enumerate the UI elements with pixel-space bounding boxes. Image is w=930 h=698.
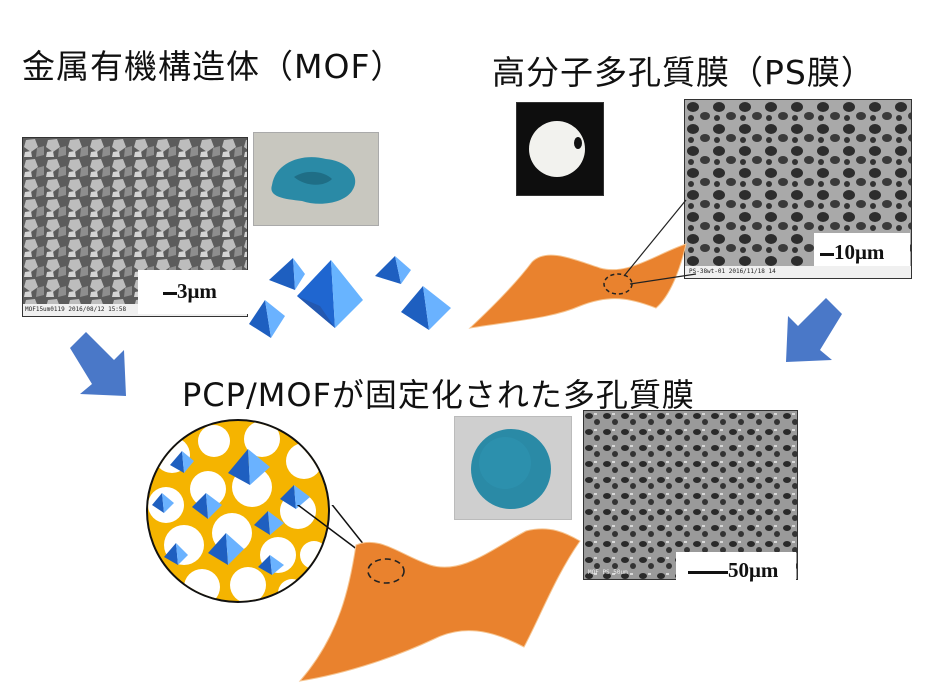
composite-scale-bar: 50μm xyxy=(688,558,778,583)
composite-zoom-circle xyxy=(146,419,330,603)
mof-crystal-icon xyxy=(258,555,284,575)
ps-scale-panel xyxy=(814,233,910,266)
composite-membrane-sheet xyxy=(296,505,581,682)
mof-scale-panel xyxy=(138,270,250,314)
mof-crystal-icon xyxy=(152,493,174,513)
mof-crystal-icon xyxy=(297,260,363,328)
mof-crystal-icon xyxy=(254,511,284,535)
mof-crystal-icon xyxy=(401,286,451,330)
ps-membrane-sheet xyxy=(468,199,697,329)
mof-powder-photo xyxy=(253,132,379,226)
composite-sem-image: MOF PS 50um xyxy=(583,410,798,580)
ps-sem-caption: PS-38wt-01 2016/11/18 14 xyxy=(689,268,776,275)
mof-scale-bar: 3μm xyxy=(163,279,217,304)
mof-crystal-icon xyxy=(170,451,194,473)
composite-membrane-title: PCP/MOFが固定化された多孔質膜 xyxy=(182,376,695,414)
right-down-arrow-icon xyxy=(786,298,842,362)
composite-sem-caption: MOF PS 50um xyxy=(588,569,628,576)
composite-disc-photo xyxy=(454,416,572,520)
ps-scale-bar: 10μm xyxy=(820,240,884,265)
ps-membrane-photo xyxy=(516,102,604,196)
mof-sem-caption: MOF15um0119 2016/08/12 15:58 xyxy=(25,306,127,313)
mof-crystal-icon xyxy=(164,543,188,565)
mof-title: 金属有機構造体（MOF） xyxy=(22,47,405,86)
mof-crystal-icon xyxy=(208,533,244,565)
mof-crystal-icon xyxy=(249,300,285,338)
composite-scale-panel xyxy=(676,552,796,588)
left-down-arrow-icon xyxy=(70,332,126,396)
mof-crystals-group xyxy=(249,256,451,338)
composite-detail-circle xyxy=(367,558,405,584)
mof-crystal-icon xyxy=(375,256,411,284)
mof-crystal-icon xyxy=(280,485,310,509)
ps-membrane-title: 高分子多孔質膜（PS膜） xyxy=(492,53,875,92)
mof-crystal-icon xyxy=(228,449,270,485)
mof-crystal-icon xyxy=(192,493,222,519)
mof-crystal-icon xyxy=(269,258,305,290)
